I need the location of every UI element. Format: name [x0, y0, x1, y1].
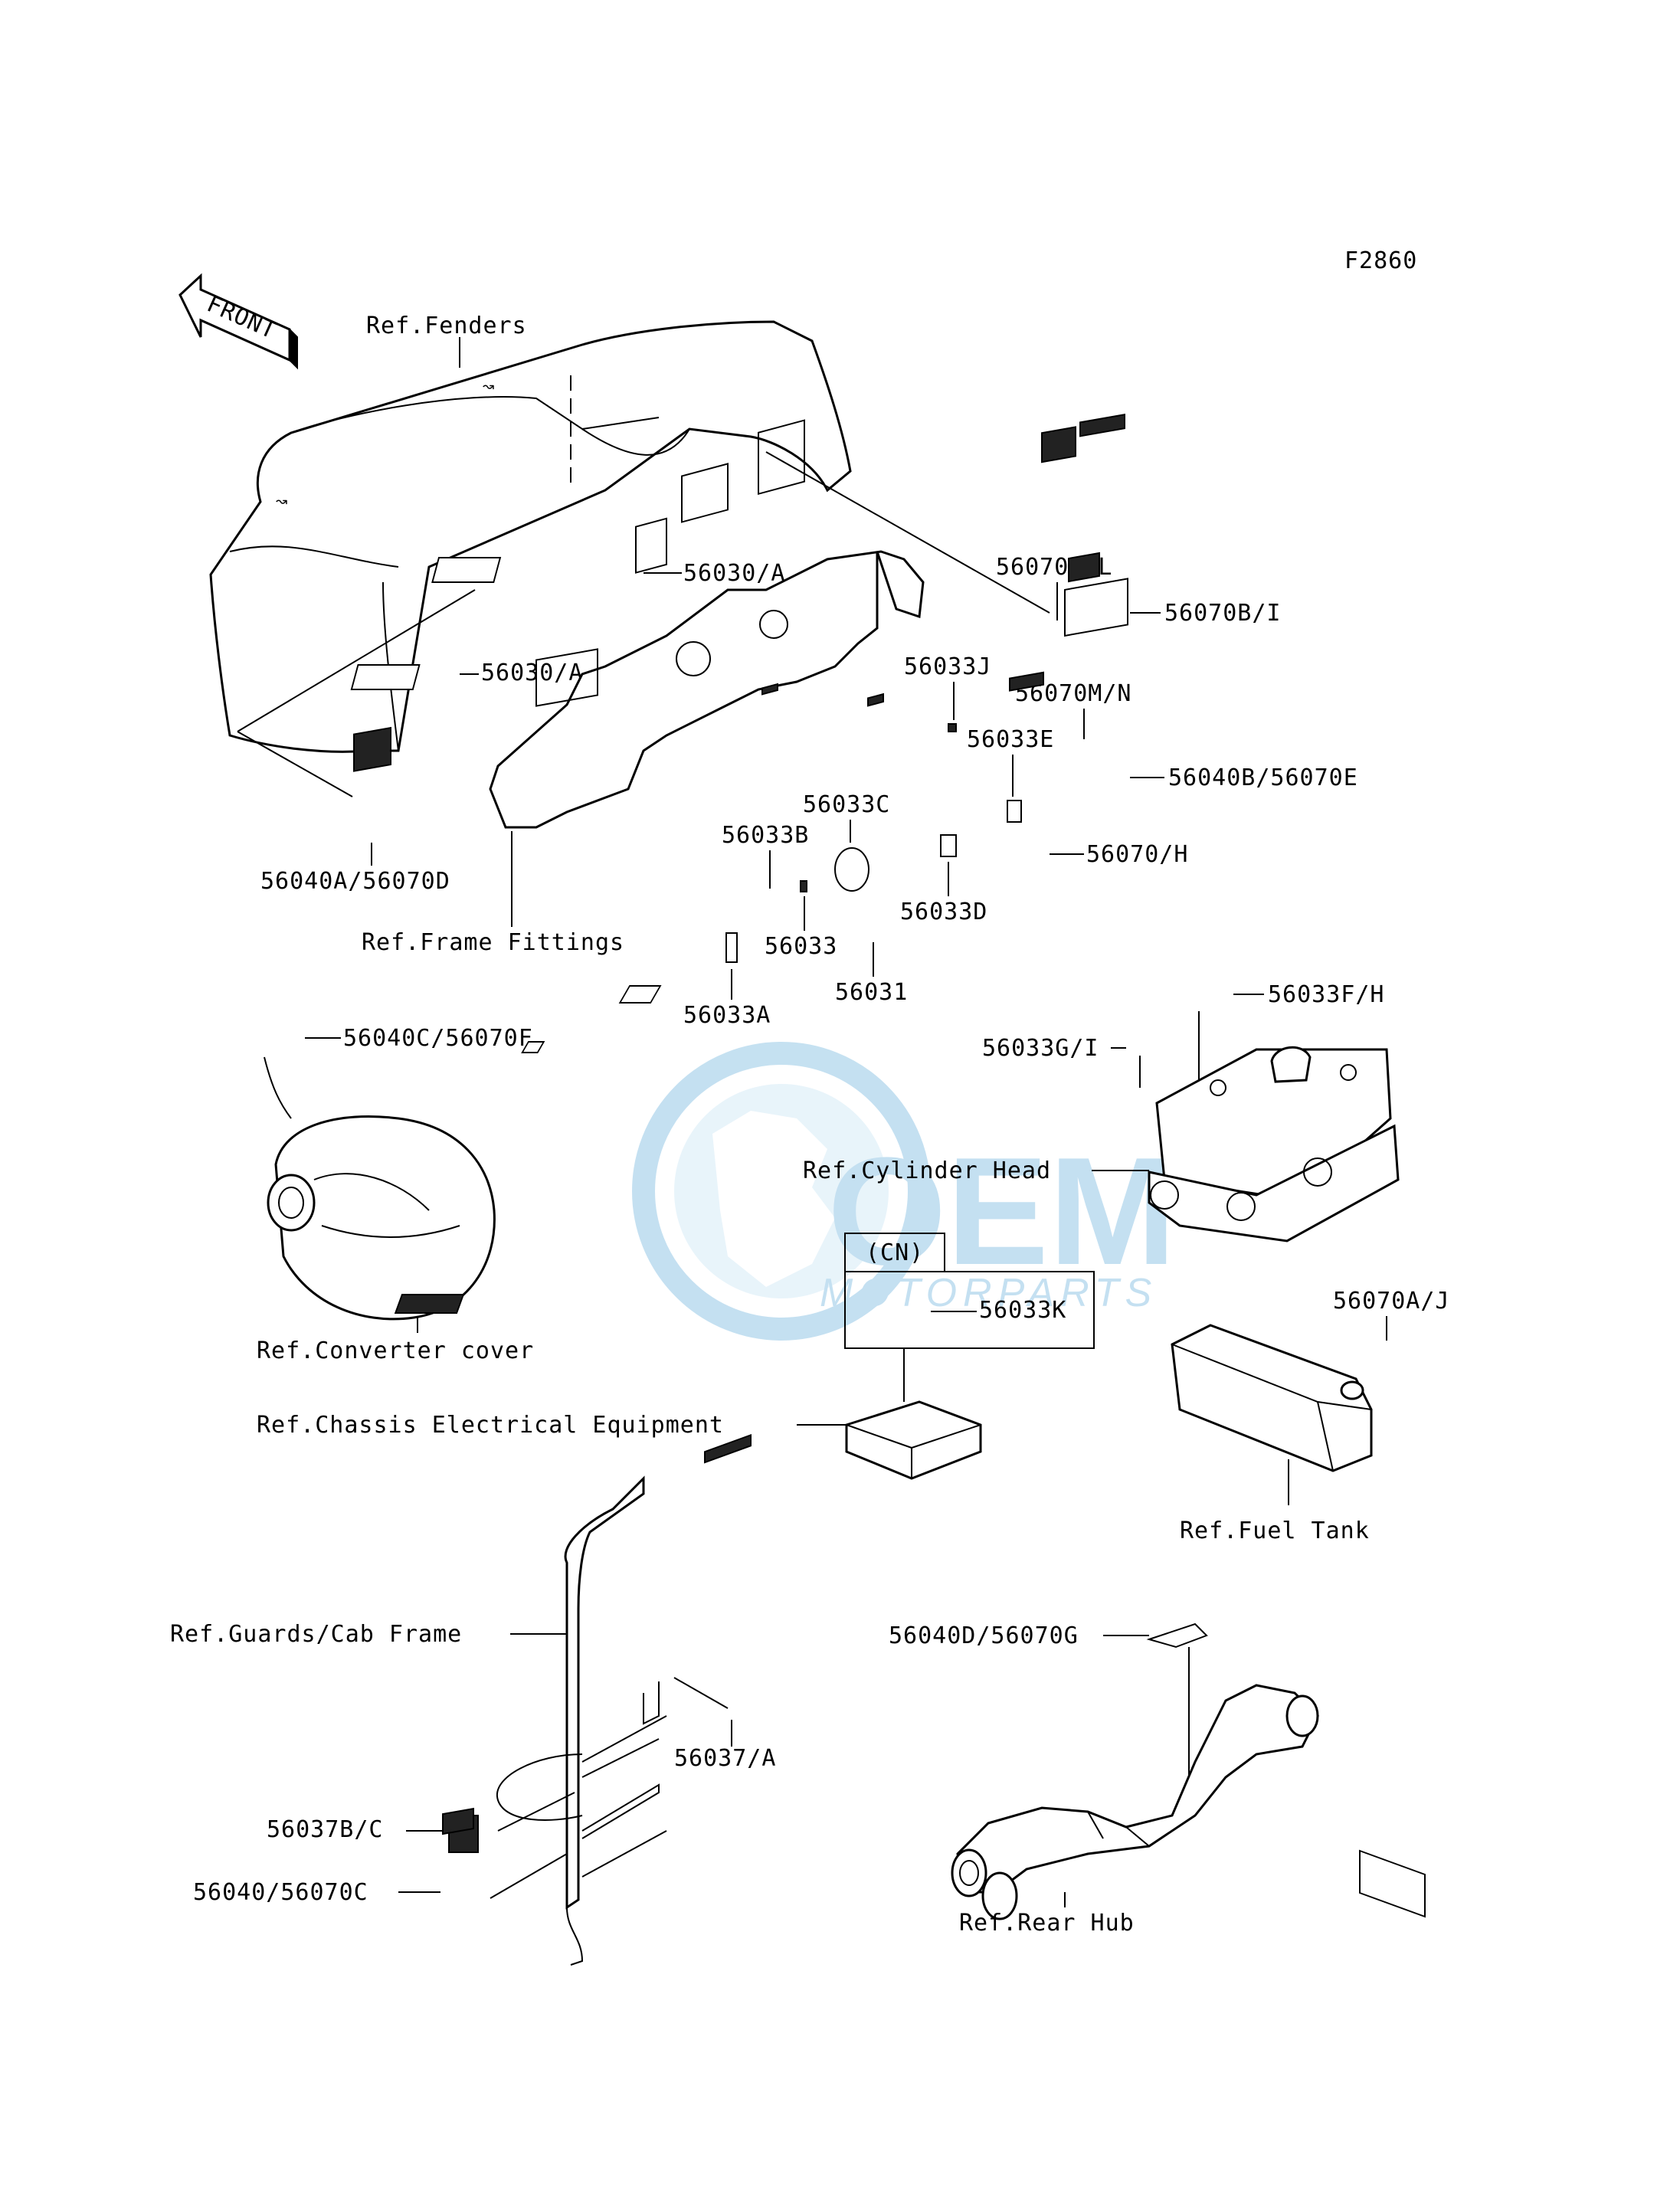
label-56070bi: 56070B/I: [1164, 600, 1282, 627]
decal-56040a-56070d: [353, 726, 391, 772]
ref-frame-fittings: Ref.Frame Fittings: [362, 929, 624, 956]
label-56033d: 56033D: [900, 899, 987, 925]
label-56033j: 56033J: [904, 653, 991, 680]
label-56033fh: 56033F/H: [1268, 981, 1385, 1008]
label-56037a: 56037/A: [674, 1745, 776, 1772]
label-56070aj: 56070A/J: [1333, 1288, 1450, 1315]
decal-56033j: [948, 723, 957, 732]
decal-56070aj: [1359, 1849, 1426, 1918]
label-56033k: 56033K: [979, 1297, 1066, 1324]
decal-56033e: [1007, 800, 1022, 823]
label-56070h: 56070/H: [1086, 841, 1188, 868]
decal-56040d-56070g: [1146, 1622, 1208, 1649]
fender-assembly: ↝ ↝: [209, 320, 852, 753]
decal-56040-56070c: [442, 1807, 474, 1835]
label-56033a: 56033A: [683, 1002, 771, 1029]
label-56033e: 56033E: [967, 726, 1054, 753]
ref-chassis-electrical: Ref.Chassis Electrical Equipment: [257, 1412, 724, 1439]
ref-guards-cab-frame: Ref.Guards/Cab Frame: [170, 1621, 462, 1648]
decal-56070kl: [1041, 426, 1076, 463]
decal-56033a: [725, 932, 738, 963]
label-56030a-left: 56030/A: [481, 660, 583, 686]
decal-56033: [800, 880, 807, 892]
cab-frame: [496, 1475, 667, 1966]
label-56033c: 56033C: [803, 791, 890, 818]
label-56030a-top: 56030/A: [683, 560, 785, 587]
rear-hub: [951, 1684, 1319, 1920]
decal-56037a: [704, 1433, 752, 1464]
cn-box-label: (CN): [866, 1239, 924, 1266]
watermark-logo: OEM MOTORPARTS: [632, 1042, 1177, 1341]
decal-56030a-top: [431, 557, 502, 583]
label-56033gi: 56033G/I: [982, 1035, 1099, 1062]
label-56033b: 56033B: [722, 822, 809, 849]
svg-text:↝: ↝: [276, 493, 287, 509]
decal-56033fh: [618, 985, 662, 1004]
decal-56030a-left: [350, 664, 421, 690]
watermark-brand: OEM: [827, 1126, 1177, 1297]
decal-56033k: [394, 1294, 465, 1314]
converter-cover: [267, 1115, 496, 1321]
diagram-code: F2860: [1344, 247, 1417, 274]
watermark-subtitle: MOTORPARTS: [820, 1271, 1158, 1315]
chassis-electrical-box: [845, 1400, 982, 1480]
ref-cylinder-head: Ref.Cylinder Head: [803, 1157, 1051, 1184]
ref-fuel-tank: Ref.Fuel Tank: [1180, 1518, 1370, 1544]
ref-rear-hub: Ref.Rear Hub: [959, 1910, 1135, 1937]
fuel-tank: [1171, 1324, 1373, 1472]
ref-fenders: Ref.Fenders: [366, 313, 527, 339]
decal-56033b: [761, 683, 778, 696]
decal-56040b-56070e: [1064, 578, 1128, 637]
frame-fittings-panel: [489, 419, 925, 829]
label-56040a-56070d: 56040A/56070D: [260, 868, 450, 895]
cylinder-head: [1148, 1046, 1400, 1243]
decal-56070mn: [1068, 552, 1100, 583]
label-56040c-56070f: 56040C/56070F: [343, 1025, 533, 1052]
decal-56033c: [834, 847, 869, 892]
label-56033: 56033: [765, 933, 837, 960]
decal-56070h: [1009, 671, 1044, 692]
label-56040d-56070g: 56040D/56070G: [889, 1622, 1079, 1649]
decal-56070bi: [1079, 413, 1125, 437]
decal-56033d: [940, 834, 957, 857]
label-56031: 56031: [835, 979, 908, 1006]
ref-converter-cover: Ref.Converter cover: [257, 1338, 534, 1364]
decal-56033gi: [521, 1041, 545, 1053]
cn-box: (CN) 56033K: [394, 1233, 1095, 1349]
front-arrow-icon: FRONT: [178, 273, 298, 370]
decal-56031: [867, 692, 884, 707]
label-56040-56070c: 56040/56070C: [193, 1879, 368, 1906]
label-56037bc: 56037B/C: [267, 1816, 384, 1843]
label-56040b-56070e: 56040B/56070E: [1168, 765, 1358, 791]
watermark-globe-icon: [632, 1042, 931, 1341]
svg-text:↝: ↝: [483, 378, 494, 394]
